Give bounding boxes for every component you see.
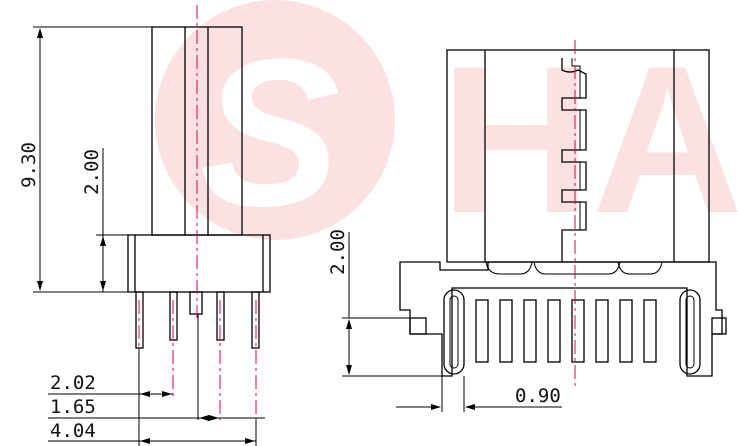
- front-terminal-contour: [561, 58, 587, 262]
- dim-lead-spacing: 0.90: [515, 385, 561, 407]
- front-dimensions: [342, 232, 562, 412]
- dim-pin-pitch: 1.65: [50, 396, 96, 418]
- side-dimensions: [33, 26, 265, 446]
- side-pin: [216, 291, 225, 341]
- side-pin: [169, 291, 178, 341]
- watermark-logo-glyph: S: [200, 15, 340, 250]
- front-body-lower: [399, 261, 723, 377]
- dim-front-pin-length: 2.00: [327, 229, 349, 275]
- front-tab-left: [409, 317, 427, 335]
- side-pin-center: [189, 291, 203, 315]
- front-tab-right: [711, 317, 727, 335]
- watermark: S HAN: [155, 0, 738, 257]
- front-slot-left: [443, 289, 465, 375]
- dim-overall-width: 4.04: [50, 420, 96, 442]
- dim-overall-height: 9.30: [18, 142, 40, 188]
- dim-pitch-row: 2.02: [50, 372, 96, 394]
- side-view: [127, 26, 271, 349]
- watermark-text: HAN: [440, 22, 738, 257]
- front-leads: [475, 299, 657, 363]
- front-view: [399, 49, 727, 377]
- front-slot-right: [679, 289, 701, 375]
- side-pin: [251, 291, 260, 349]
- watermark-logo-circle: [155, 0, 395, 240]
- dim-side-pin-length: 2.00: [81, 149, 103, 195]
